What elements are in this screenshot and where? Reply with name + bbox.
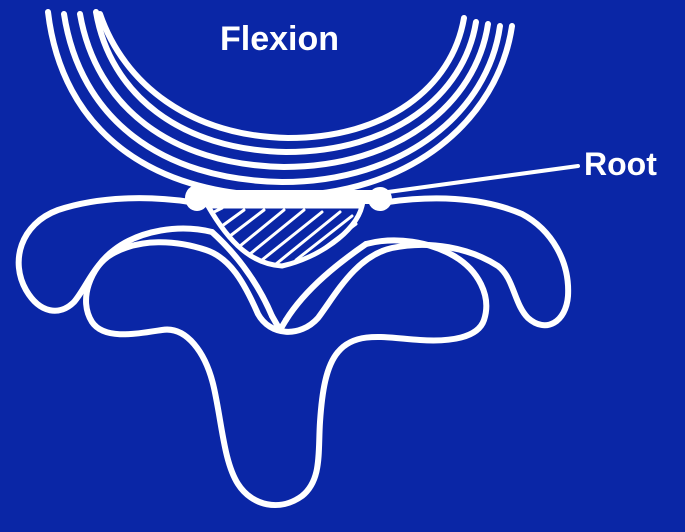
flexion-label: Flexion [220, 20, 339, 59]
root-label: Root [584, 146, 657, 183]
root-band [192, 190, 384, 204]
